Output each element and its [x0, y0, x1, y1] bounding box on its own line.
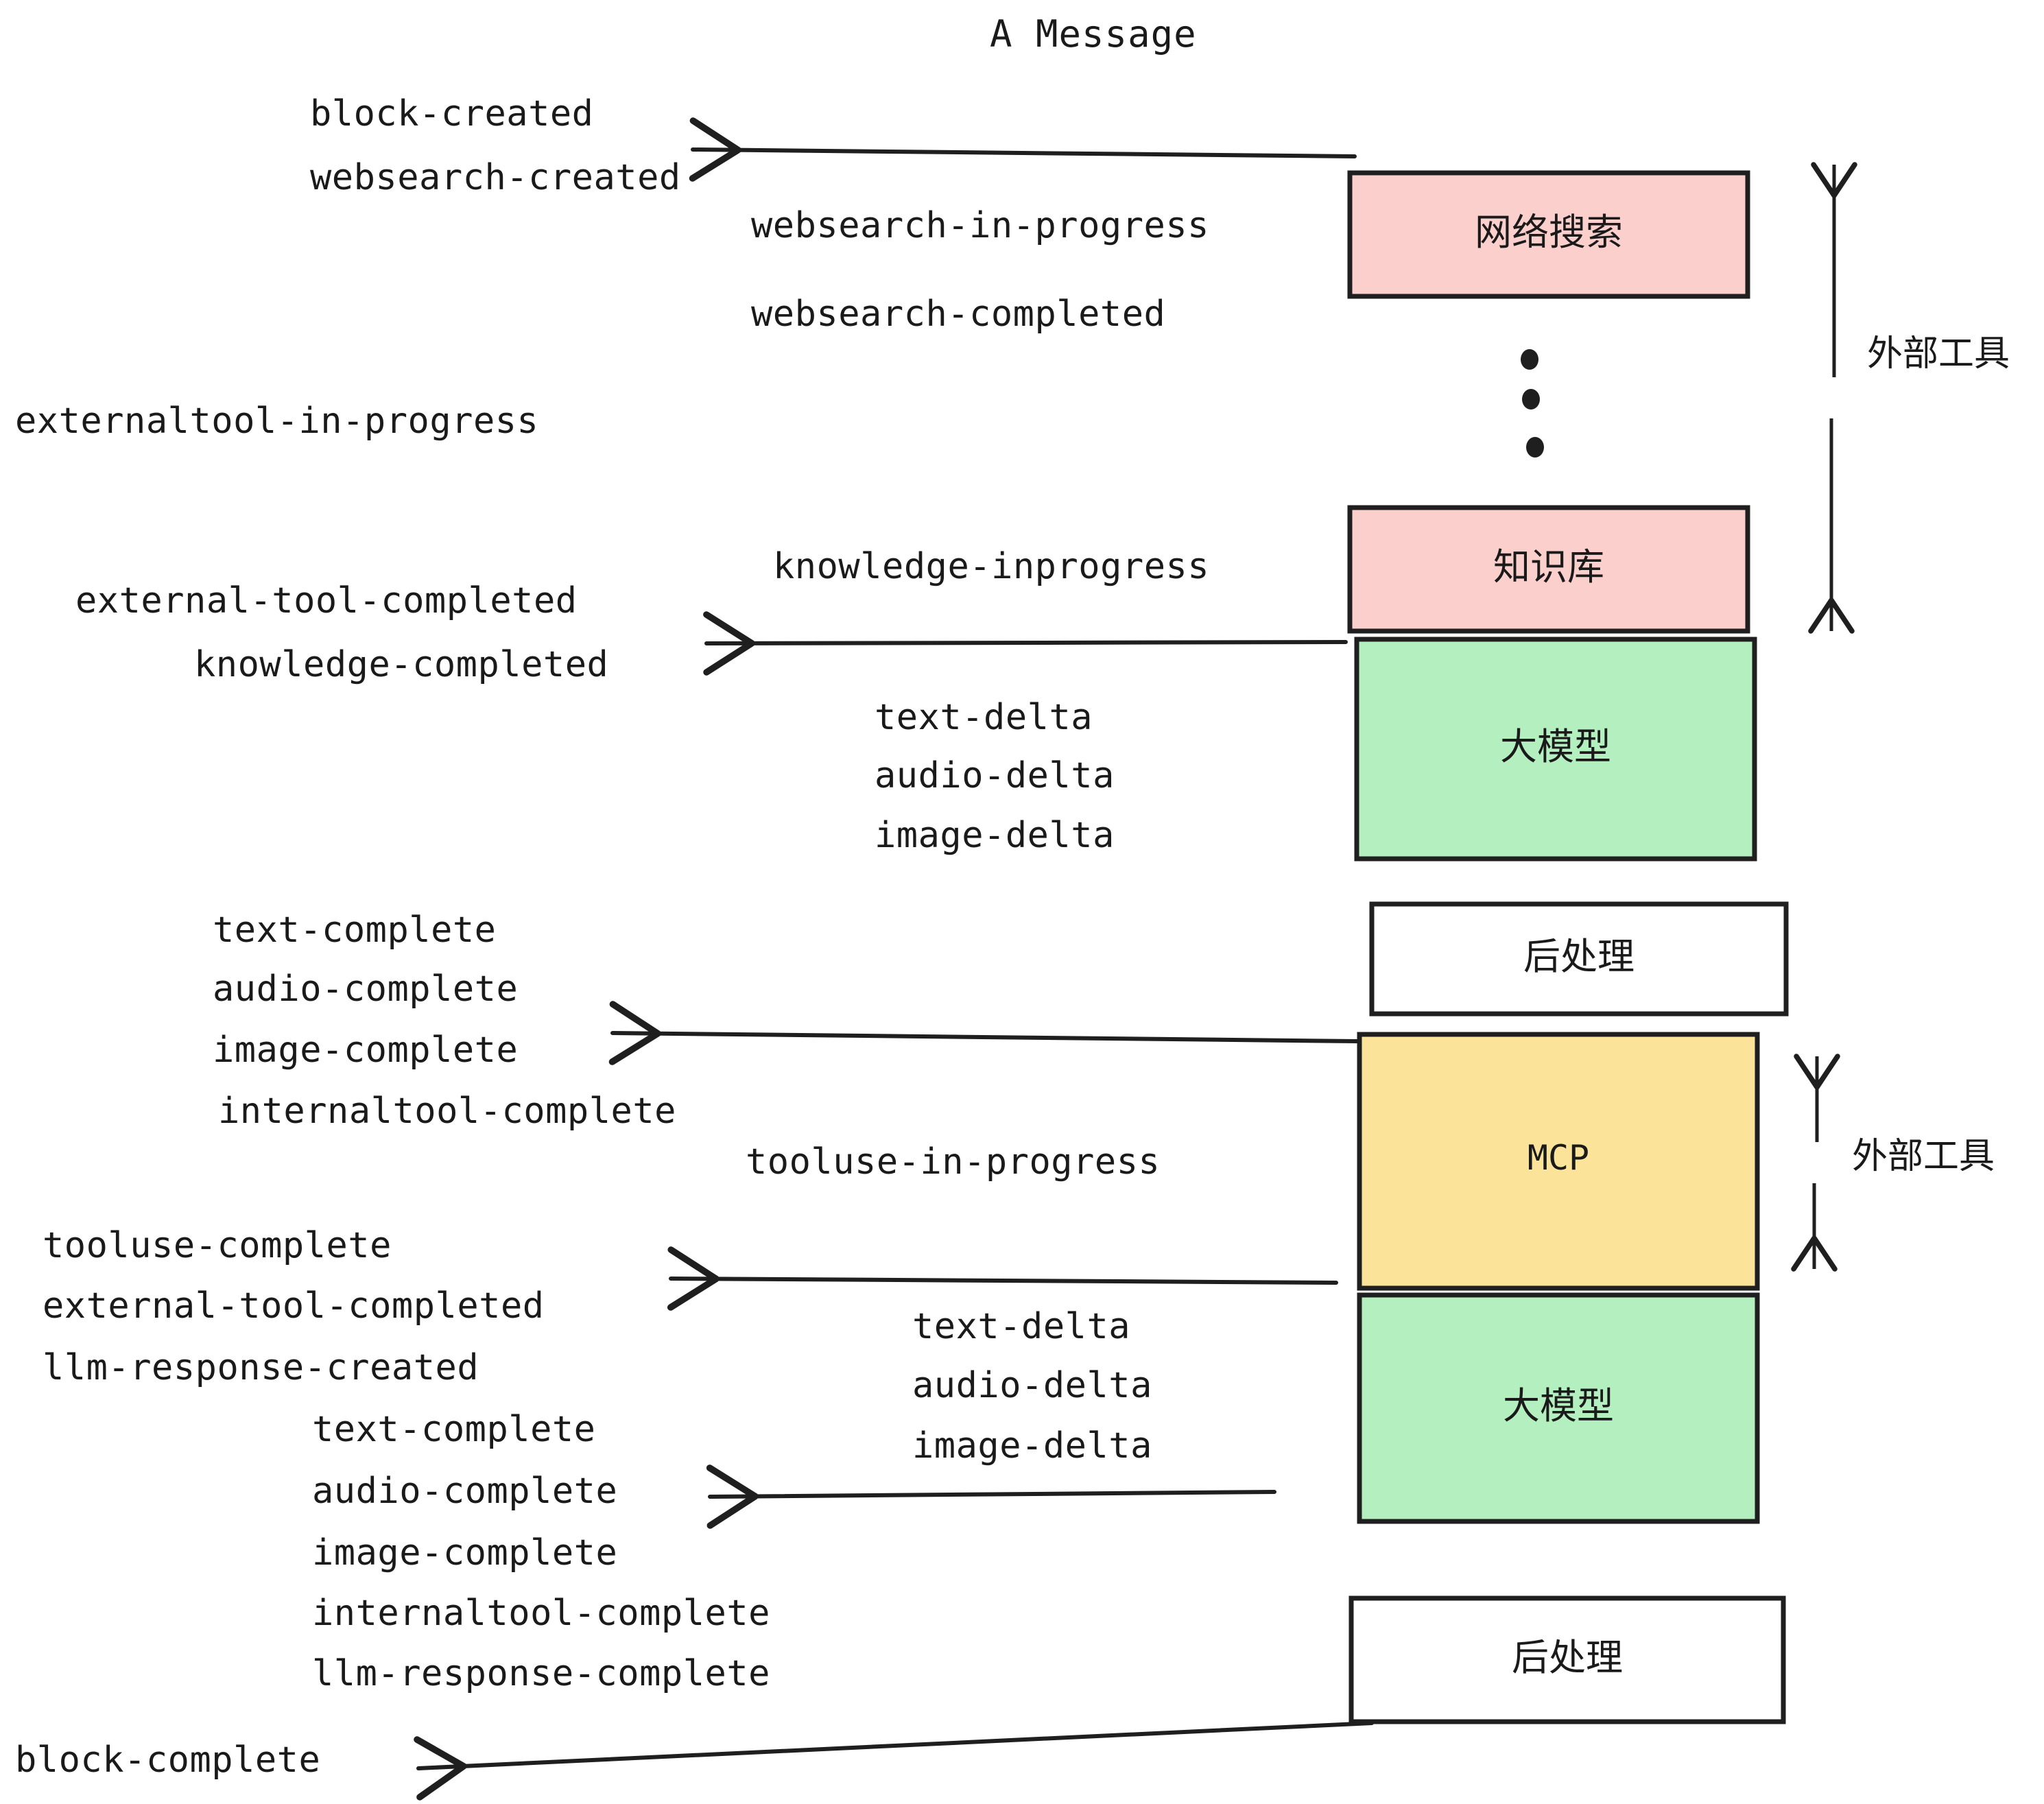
event-label-tooluse-complete: tooluse-complete — [43, 1225, 392, 1266]
box-llm-2 — [1357, 1292, 1760, 1524]
event-label-text-delta-1: text-delta — [875, 697, 1093, 738]
event-label-websearch-completed: websearch-completed — [751, 294, 1166, 335]
box-knowledge — [1347, 505, 1750, 634]
ellipsis-dots — [1521, 349, 1544, 458]
event-label-audio-complete-1: audio-complete — [213, 969, 519, 1010]
event-label-audio-delta-2: audio-delta — [912, 1365, 1152, 1406]
box-shapes — [1347, 170, 1789, 1724]
side-label-external-tool-bottom: 外部工具 — [1852, 1136, 1995, 1177]
event-label-internaltool-complete-2: internaltool-complete — [312, 1593, 770, 1634]
box-mcp — [1357, 1032, 1760, 1291]
event-label-block-created: block-created — [310, 93, 594, 134]
page-title: A Message — [990, 12, 1197, 56]
box-websearch — [1347, 170, 1750, 299]
box-label-llm-1: 大模型 — [1500, 725, 1611, 768]
ellipsis-dot-1 — [1521, 349, 1538, 370]
event-label-websearch-in-progress: websearch-in-progress — [751, 205, 1209, 246]
event-label-image-complete-2: image-complete — [312, 1532, 618, 1574]
event-label-external-tool-completed-2: external-tool-completed — [43, 1285, 545, 1327]
arrow-block-complete — [414, 1721, 1374, 1801]
event-label-image-complete-1: image-complete — [213, 1030, 519, 1071]
side-label-external-tool-top: 外部工具 — [1867, 333, 2010, 375]
event-label-tooluse-in-progress: tooluse-in-progress — [746, 1141, 1161, 1183]
box-llm-1 — [1354, 637, 1757, 862]
event-label-externaltool-in-prog: externaltool-in-progress — [15, 401, 539, 442]
box-label-mcp: MCP — [1527, 1138, 1590, 1178]
event-label-text-delta-2: text-delta — [912, 1306, 1131, 1347]
arrow-knowledge-done — [703, 611, 1348, 676]
event-label-text-complete-2: text-complete — [312, 1409, 596, 1450]
event-label-knowledge-completed: knowledge-completed — [194, 644, 609, 685]
box-label-knowledge: 知识库 — [1493, 545, 1604, 589]
ellipsis-dot-2 — [1522, 389, 1540, 410]
event-label-websearch-created: websearch-created — [310, 157, 681, 198]
scope-brackets — [1791, 162, 1857, 1272]
event-label-image-delta-2: image-delta — [912, 1425, 1152, 1467]
event-label-audio-delta-1: audio-delta — [875, 755, 1115, 796]
arrow-image-complete — [608, 1001, 1359, 1065]
box-label-llm-2: 大模型 — [1503, 1384, 1614, 1427]
event-label-knowledge-inprogress: knowledge-inprogress — [773, 546, 1210, 587]
box-label-postproc-2: 后处理 — [1512, 1636, 1623, 1679]
arrow-tooluse-done — [667, 1246, 1338, 1311]
arrow-audio-complete — [706, 1464, 1276, 1529]
event-label-llm-response-created: llm-response-created — [43, 1347, 479, 1388]
box-label-websearch: 网络搜索 — [1475, 211, 1623, 254]
event-label-audio-complete-2: audio-complete — [312, 1471, 618, 1512]
event-label-internaltool-complete-1: internaltool-complete — [218, 1091, 676, 1132]
event-label-llm-response-complete: llm-response-complete — [312, 1653, 770, 1694]
box-postproc-1 — [1369, 901, 1789, 1017]
arrow-block-created — [689, 117, 1357, 182]
event-label-external-tool-completed: external-tool-completed — [75, 580, 578, 621]
ellipsis-dot-3 — [1526, 437, 1544, 458]
flow-arrows — [414, 117, 1374, 1801]
event-label-block-complete: block-complete — [15, 1740, 321, 1781]
box-label-postproc-1: 后处理 — [1523, 935, 1635, 978]
event-label-image-delta-1: image-delta — [875, 815, 1115, 856]
event-label-text-complete-1: text-complete — [213, 910, 497, 951]
box-postproc-2 — [1348, 1595, 1786, 1724]
